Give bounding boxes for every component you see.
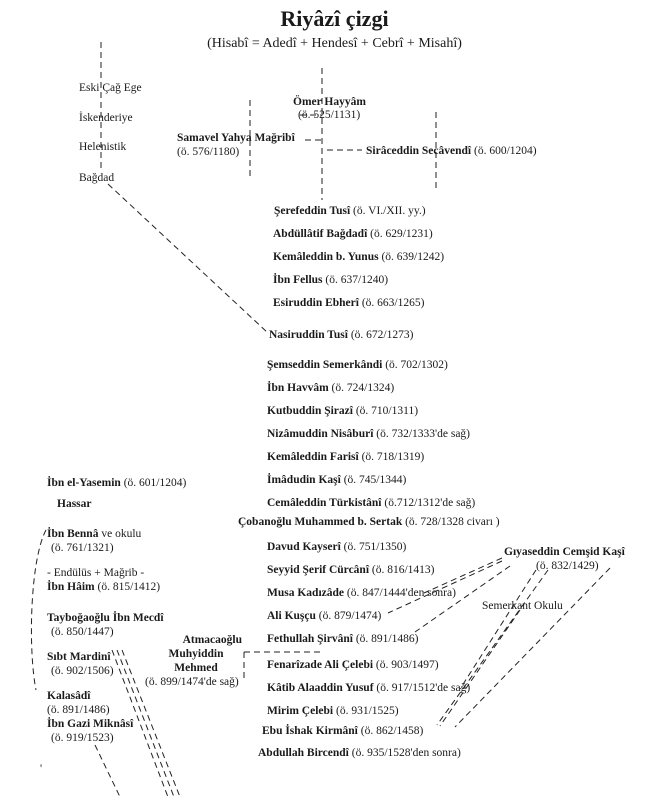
bagdad-nasiruddin-line [107,183,269,334]
scholar-giyaseddin-date: (ö. 832/1429) [536,560,599,572]
scholar-esiruddin: Esiruddin Ebherî (ö. 663/1265) [273,297,425,309]
region-helenistik: Helenistik [79,141,127,153]
scholar-seyyid: Seyyid Şerif Cürcânî (ö. 816/1413) [267,564,435,576]
scholar-ebu-ishak: Ebu İshak Kirmânî (ö. 862/1458) [262,725,424,737]
scholar-ibn-havvam: İbn Havvâm (ö. 724/1324) [267,382,395,394]
benna-curve-line [30,529,47,691]
scholar-davud: Davud Kayserî (ö. 751/1350) [267,541,407,553]
region-eski-cag-ege: Eski Çağ Ege [79,82,142,94]
scholar-ibn-benna-date: (ö. 761/1321) [51,542,114,554]
scholar-abdullatif: Abdüllâtif Bağdadî (ö. 629/1231) [273,228,433,240]
school-ebuishak-line [439,609,521,727]
scholar-cemaleddin: Cemâleddin Türkistânî (ö.712/1312'de sağ… [267,497,476,509]
scholar-abdullah: Abdullah Bircendî (ö. 935/1528'den sonra… [258,747,461,759]
scholar-ali-kuscu: Ali Kuşçu (ö. 879/1474) [267,610,382,622]
diagram-title: Riyâzî çizgi [280,6,389,31]
scholar-nasiruddin: Nasiruddin Tusî (ö. 672/1273) [269,329,414,341]
scholar-nizamuddin: Nizâmuddin Nisâburî (ö. 732/1333'de sağ) [267,428,471,440]
sibt-down-line-3 [121,649,181,797]
scholar-ibn-haim: İbn Hâim (ö. 815/1412) [47,581,161,593]
scholar-kemaleddin-yunus: Kemâleddin b. Yunus (ö. 639/1242) [273,251,445,263]
region-iskenderiye: İskenderiye [79,112,133,124]
scholar-musa: Musa Kadızâde (ö. 847/1444'den sonra) [267,587,456,599]
scholar-siraceddin: Sirâceddin Secâvendî (ö. 600/1204) [366,145,537,157]
stray-mark: ' [40,763,43,775]
scholar-kalasadi: Kalasâdî [47,690,91,702]
scholar-hassar: Hassar [57,498,92,510]
scholar-tayboga: Tayboğaoğlu İbn Mecdî [47,612,164,624]
scholar-omer-hayyam-date: (ö. 525/1131) [298,109,361,121]
region-bagdad: Bağdad [79,172,115,184]
diagram-subtitle: (Hisabî = Adedî + Hendesî + Cebrî + Misa… [207,36,462,51]
scholar-ibn-yasemin: İbn el-Yasemin (ö. 601/1204) [47,477,187,489]
scholar-semseddin: Şemseddin Semerkândi (ö. 702/1302) [267,359,448,371]
sibt-down-line-2 [116,649,175,797]
giyas-side-line [454,567,611,728]
scholar-kemaleddin-farisi: Kemâleddin Farisî (ö. 718/1319) [267,451,425,463]
scholar-ibn-benna: İbn Bennâ ve okulu [47,528,142,540]
scholar-sibt: Sıbt Mardinî [47,651,111,663]
giyas-alikuscu-line [387,560,503,614]
giyas-musa-line [423,557,503,594]
scholar-ibn-gazi-date: (ö. 919/1523) [51,732,114,744]
scholar-ibn-fellus: İbn Fellus (ö. 637/1240) [273,274,389,286]
scholar-atmacaoglu-1: Atmacaoğlu [182,634,242,646]
scholar-fethullah: Fethullah Şirvânî (ö. 891/1486) [267,633,419,645]
scholar-cobanoglu: Çobanoğlu Muhammed b. Sertak (ö. 728/132… [238,516,500,528]
scholar-atmacaoglu-3: Mehmed [174,662,218,674]
giyas-ebuishak-line [436,569,549,726]
scholar-atmacaoglu-2: Muhyiddin [168,648,224,660]
scholar-ibn-gazi: İbn Gazi Miknâsî [47,718,134,730]
endulus-magrib-label: - Endülüs + Mağrib - [47,567,145,579]
sibt-down-line-1 [111,649,169,797]
semerkant-school-label: Semerkant Okulu [482,600,563,612]
scholar-sibt-date: (ö. 902/1506) [51,665,114,677]
scholar-omer-hayyam: Ömer Hayyâm [293,96,366,108]
scholar-fenarizade: Fenarîzade Ali Çelebi (ö. 903/1497) [267,659,439,671]
scholar-atmacaoglu-date: (ö. 899/1474'de sağ) [145,676,239,688]
scholar-kutbuddin: Kutbuddin Şirazî (ö. 710/1311) [267,405,419,417]
scholar-samavel: Samavel Yahya Mağribî [177,132,295,144]
scholar-kalasadi-date: (ö. 891/1486) [47,704,110,716]
scholar-imadudin: İmâdudin Kaşî (ö. 745/1344) [267,474,407,486]
scholar-mirim: Mirim Çelebi (ö. 931/1525) [267,705,399,717]
scholar-katib: Kâtib Alaaddin Yusuf (ö. 917/1512'de sağ… [267,682,471,694]
gazi-down-line [94,744,121,797]
scholar-serefeddin: Şerefeddin Tusî (ö. VI./XII. yy.) [274,205,426,217]
giyas-katib-line [459,569,537,690]
scholar-tayboga-date: (ö. 850/1447) [51,626,114,638]
scholar-samavel-date: (ö. 576/1180) [177,146,240,158]
scholar-giyaseddin: Gıyaseddin Cemşid Kaşî [504,546,625,558]
